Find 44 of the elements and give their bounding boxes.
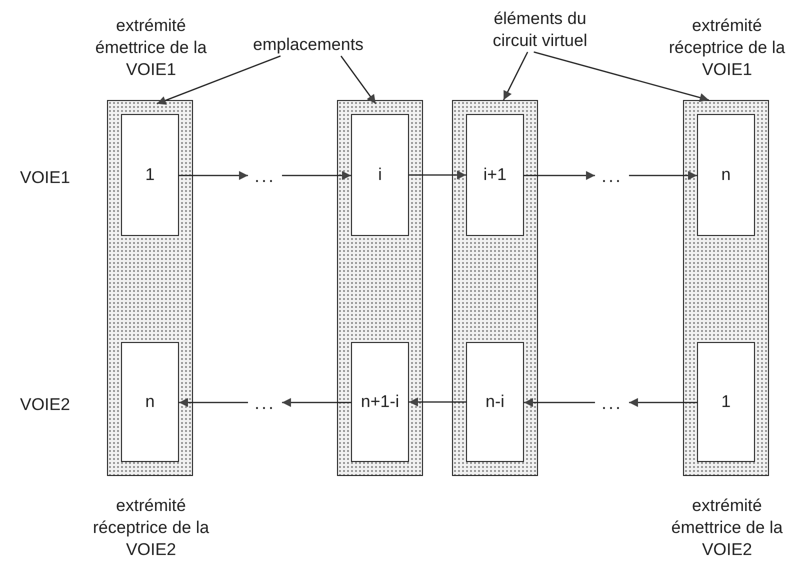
ellipsis-text: ... xyxy=(595,166,629,186)
slot-number: n xyxy=(145,392,155,412)
slot-number: n-i xyxy=(486,392,504,412)
slot-number: i xyxy=(378,165,382,185)
column-caption: extrémité réceptrice de la VOIE1 xyxy=(668,15,786,81)
slot-box xyxy=(466,342,524,462)
ellipsis-text: ... xyxy=(248,166,282,186)
slot-box xyxy=(121,114,179,236)
ellipsis-text: ... xyxy=(595,393,629,413)
ellipsis-text: ... xyxy=(248,393,282,413)
column-band xyxy=(337,100,423,476)
slot-box xyxy=(121,342,179,462)
leader-line xyxy=(503,52,528,100)
arrow xyxy=(282,398,351,407)
leader-line xyxy=(156,55,281,105)
lane-label: VOIE1 xyxy=(20,167,70,189)
arrow xyxy=(629,171,697,180)
arrow xyxy=(282,171,351,180)
slot-number: 1 xyxy=(145,165,155,185)
slot-number: 1 xyxy=(721,392,731,412)
column-caption: extrémité émettrice de la VOIE2 xyxy=(670,495,784,561)
arrow xyxy=(629,398,697,407)
arrow xyxy=(524,171,595,180)
slot-box xyxy=(697,342,755,462)
column-caption: extrémité émettrice de la VOIE1 xyxy=(94,15,208,81)
slot-number: n+1-i xyxy=(360,392,400,412)
column-band xyxy=(452,100,538,476)
leader-line xyxy=(534,51,709,102)
slot-box xyxy=(466,114,524,236)
arrow xyxy=(409,398,466,406)
callout-text: emplacements xyxy=(253,34,363,56)
arrow xyxy=(524,398,595,407)
column-caption: extrémité réceptrice de la VOIE2 xyxy=(92,495,210,561)
leader-line xyxy=(340,56,376,104)
slot-box xyxy=(351,342,409,462)
arrow xyxy=(409,170,466,180)
lane-label: VOIE2 xyxy=(20,394,70,416)
slot-box xyxy=(697,114,755,236)
callout-text: éléments du circuit virtuel xyxy=(478,8,602,52)
slot-box xyxy=(351,114,409,236)
arrow xyxy=(179,398,248,407)
slot-number: n xyxy=(721,165,731,185)
arrow xyxy=(179,171,248,180)
slot-number: i+1 xyxy=(483,165,507,185)
